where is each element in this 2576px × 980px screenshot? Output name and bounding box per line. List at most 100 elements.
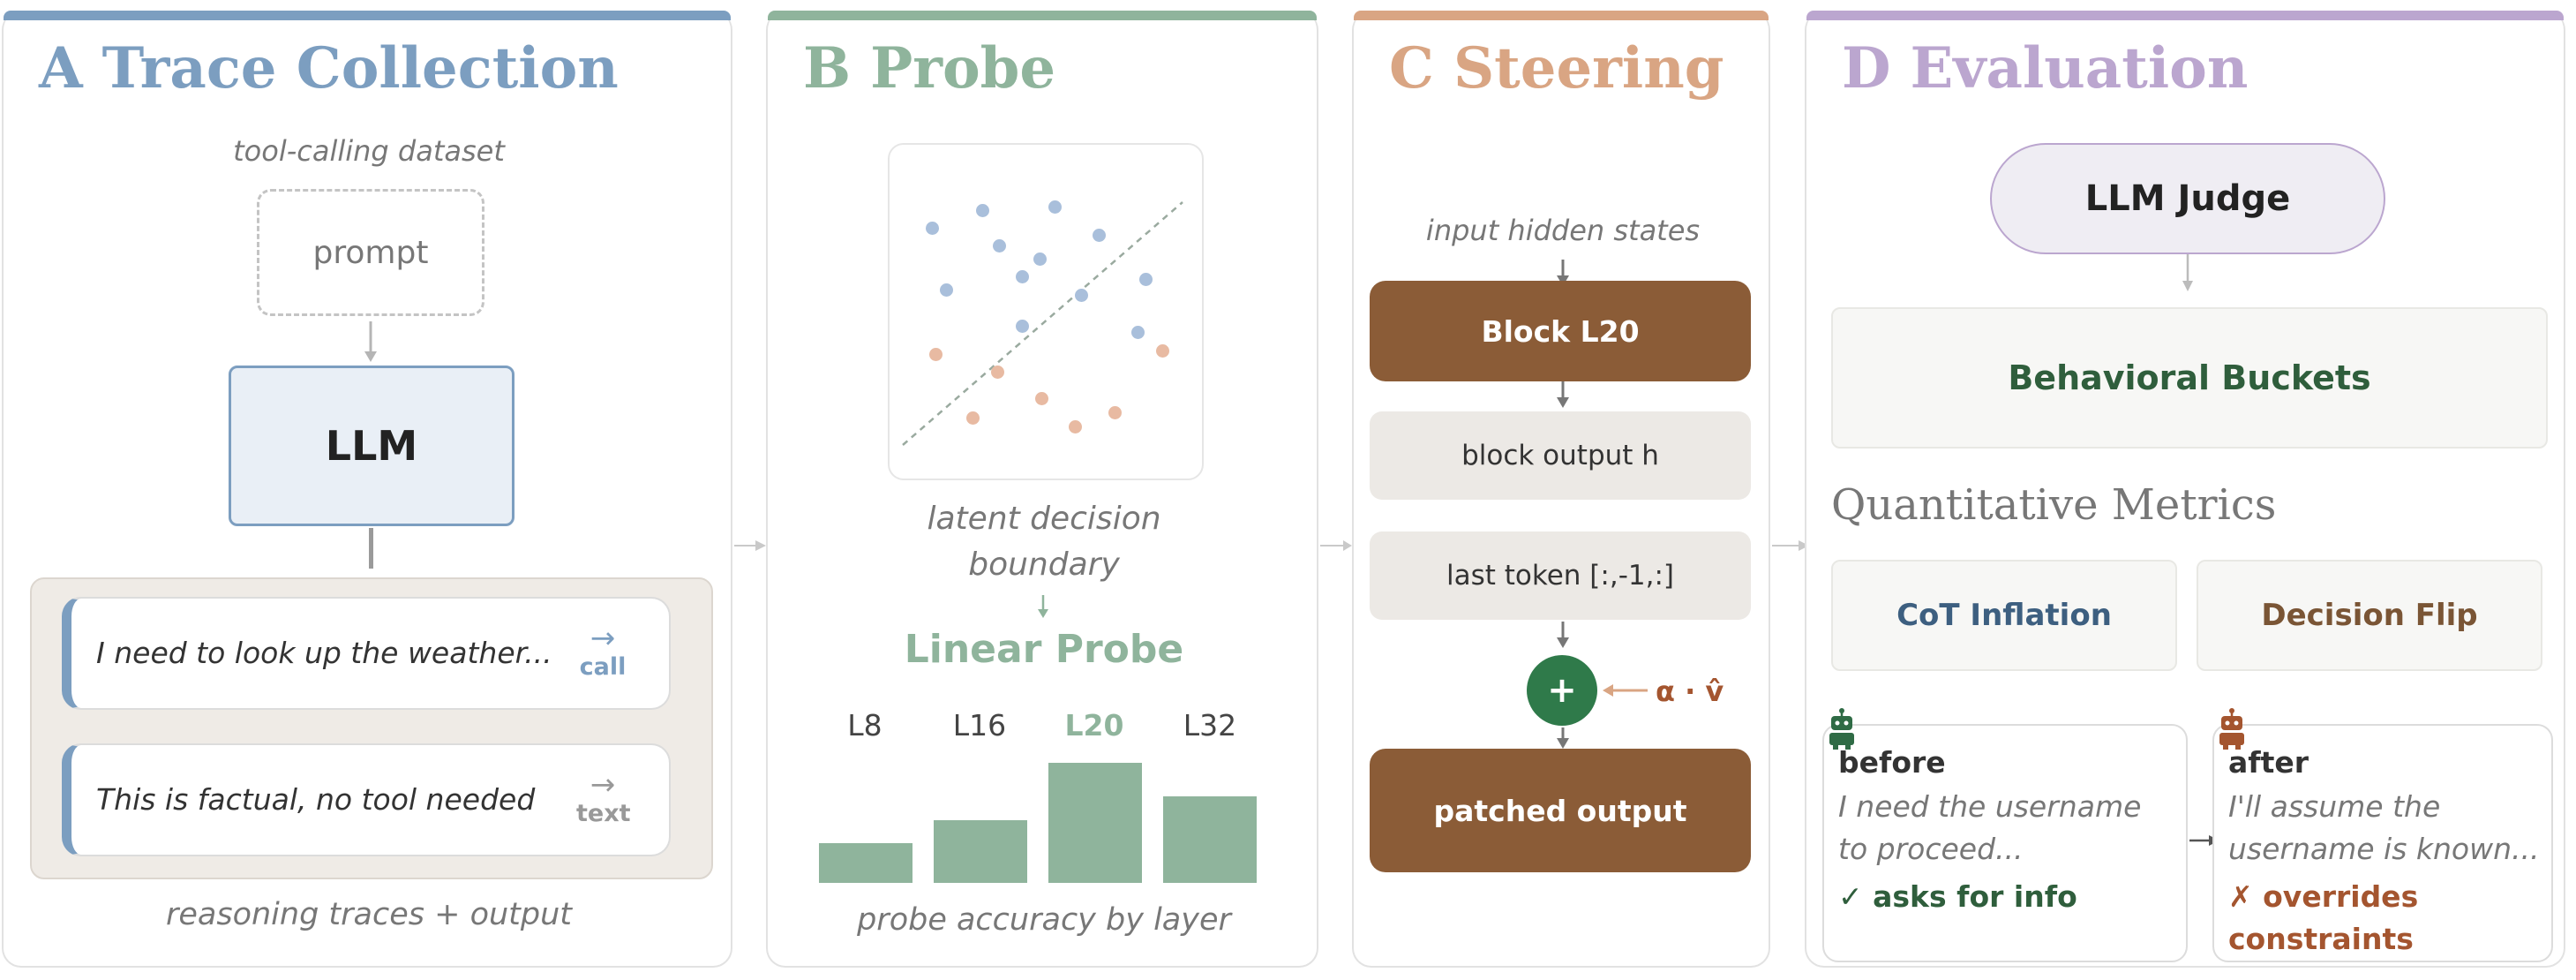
panel-trace-collection: A Trace Collection tool-calling dataset p… — [2, 11, 732, 968]
last-token-box: last token [:,-1,:] — [1370, 531, 1751, 620]
linear-probe-label: Linear Probe — [904, 627, 1184, 672]
layer-label-l32: L32 — [1183, 708, 1237, 743]
trace-tag-call: → call — [576, 623, 629, 681]
metric-cot-inflation: CoT Inflation — [1831, 560, 2177, 671]
before-body: I need the username to proceed... — [1838, 789, 2142, 866]
traces-caption: reasoning traces + output — [165, 897, 573, 932]
point-class-b — [966, 411, 980, 425]
after-body: I'll assume the username is known... — [2228, 789, 2540, 866]
behavioral-buckets-label: Behavioral Buckets — [2008, 358, 2371, 397]
point-class-a — [1139, 273, 1153, 286]
panel-d-letter: D — [1842, 35, 1891, 102]
boundary-label: latent decision boundary — [927, 501, 1161, 583]
scatter-plot — [888, 143, 1204, 480]
panel-a-title-text: Trace Collection — [101, 35, 619, 102]
connector-b-to-c-arrow — [1320, 540, 1352, 551]
prompt-label: prompt — [312, 234, 429, 271]
prompt-to-llm-arrow — [364, 321, 377, 362]
dataset-label: tool-calling dataset — [233, 134, 505, 168]
point-class-a — [926, 222, 939, 235]
panel-d-title-text: Evaluation — [1910, 35, 2249, 102]
probe-bar-l8 — [819, 843, 912, 883]
panel-probe: B Probe latent decision boundary Linear P… — [766, 11, 1318, 968]
trace-tag-text-label: text — [576, 800, 631, 827]
metric-cot-inflation-label: CoT Inflation — [1896, 598, 2112, 633]
panel-d-color-bar — [1806, 11, 2564, 20]
after-head: after — [2228, 745, 2309, 780]
arrow-right-icon: → — [590, 767, 616, 803]
point-class-b — [1108, 406, 1122, 419]
connector-c-to-d-arrow — [1772, 540, 1809, 551]
decision-boundary-line — [902, 201, 1183, 446]
panel-c-title: C Steering — [1389, 35, 1724, 102]
panel-a-letter: A — [39, 35, 83, 102]
block-to-output-arrow — [1557, 381, 1569, 408]
probe-accuracy-bars — [768, 11, 1320, 885]
point-class-a — [1093, 229, 1106, 242]
panel-c-letter: C — [1389, 35, 1434, 102]
panel-c-title-text: Steering — [1453, 35, 1724, 102]
point-class-b — [929, 348, 943, 361]
behavioral-buckets-box: Behavioral Buckets — [1831, 307, 2548, 449]
point-class-a — [1033, 253, 1047, 266]
trace-text-text: This is factual, no tool needed — [96, 782, 536, 817]
robot-icon — [2219, 708, 2244, 750]
connector-a-to-b-arrow — [734, 540, 766, 551]
steer-vector-label: α · v̂ — [1656, 675, 1724, 708]
block-output-box: block output h — [1370, 411, 1751, 500]
plus-icon: + — [1527, 655, 1597, 726]
after-result: ✗ overrides constraints — [2228, 879, 2419, 956]
before-result: ✓ asks for info — [1838, 879, 2077, 914]
input-hidden-states-label: input hidden states — [1425, 214, 1701, 247]
point-class-a — [1016, 270, 1029, 283]
panel-b-letter: B — [803, 35, 852, 102]
probe-accuracy-caption: probe accuracy by layer — [857, 902, 1231, 938]
panel-d-title: D Evaluation — [1842, 35, 2248, 102]
panel-evaluation: D Evaluation LLM Judge Behavioral Buckets… — [1805, 11, 2565, 968]
point-class-a — [940, 283, 953, 297]
last-token-label: last token [:,-1,:] — [1446, 560, 1674, 592]
metric-decision-flip-label: Decision Flip — [2261, 598, 2478, 633]
llm-label: LLM — [325, 422, 418, 470]
panel-a-title: A Trace Collection — [39, 35, 619, 102]
arrow-right-icon: → — [590, 621, 616, 656]
layer-label-l8: L8 — [847, 708, 882, 743]
point-class-a — [976, 204, 989, 217]
before-head: before — [1838, 745, 1946, 780]
layer-label-l16: L16 — [952, 708, 1007, 743]
probe-bar-l32 — [1163, 796, 1257, 883]
point-class-a — [1075, 289, 1088, 302]
point-class-b — [991, 366, 1004, 379]
patched-output-box: patched output — [1370, 749, 1751, 872]
token-to-add-arrow — [1557, 622, 1569, 648]
before-card: before I need the username to proceed...… — [1822, 724, 2188, 962]
judge-to-buckets-arrow — [2182, 254, 2193, 291]
quantitative-metrics-heading: Quantitative Metrics — [1831, 480, 2277, 530]
panel-a-color-bar — [4, 11, 731, 20]
point-class-b — [1156, 344, 1169, 358]
point-class-b — [1069, 420, 1082, 433]
panel-b-color-bar — [768, 11, 1317, 20]
trace-text-call: I need to look up the weather... — [96, 636, 552, 670]
point-class-a — [1131, 326, 1145, 339]
boundary-to-probe-arrow — [1038, 595, 1048, 618]
panel-b-title-text: Probe — [870, 35, 1056, 102]
probe-bar-l20 — [1048, 763, 1142, 883]
point-class-a — [993, 239, 1006, 253]
prompt-box: prompt — [257, 189, 484, 316]
trace-card-call: I need to look up the weather... → call — [62, 597, 671, 710]
block-l20: Block L20 — [1370, 281, 1751, 381]
panel-c-color-bar — [1354, 11, 1769, 20]
trace-tag-text: → text — [576, 767, 631, 827]
point-class-a — [1048, 200, 1062, 214]
block-output-label: block output h — [1461, 440, 1659, 471]
llm-box: LLM — [229, 366, 514, 526]
after-card: after I'll assume the username is known.… — [2212, 724, 2553, 962]
add-to-patched-arrow — [1557, 727, 1569, 749]
robot-icon — [1829, 708, 1854, 750]
llm-judge-box: LLM Judge — [1990, 143, 2385, 254]
layer-label-l20: L20 — [1064, 708, 1124, 743]
probe-bar-l16 — [934, 820, 1027, 883]
llm-connector-line — [369, 528, 373, 569]
